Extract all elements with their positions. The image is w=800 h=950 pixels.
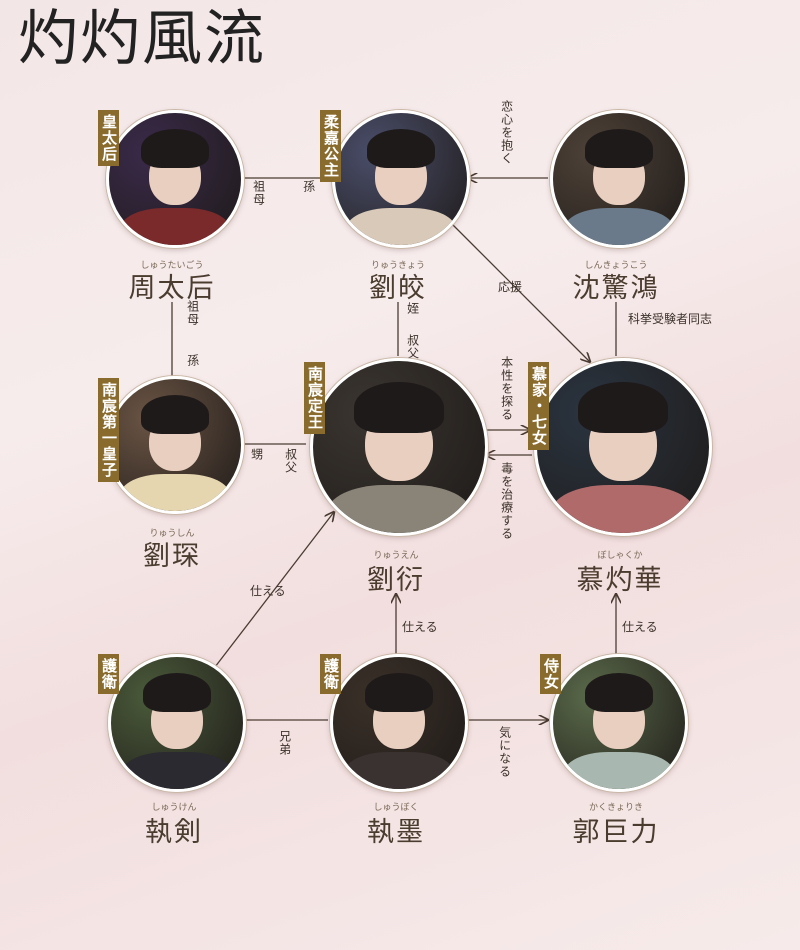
name-reading: しゅうけん <box>151 803 197 813</box>
character-name: 沈驚鴻 <box>572 273 660 304</box>
character-name: 郭巨力 <box>572 817 660 848</box>
avatar <box>332 110 470 248</box>
relation-liujiao-grandchild: 孫 <box>301 180 316 193</box>
portrait-robe <box>550 484 696 533</box>
name-reading: かくきょりき <box>588 803 643 813</box>
character-name: 劉琛 <box>143 541 201 572</box>
portrait-hair <box>354 381 444 434</box>
role-badge: 南宸定王 <box>304 362 325 434</box>
line-zhijian-liuyan <box>214 512 334 668</box>
avatar <box>330 654 468 792</box>
avatar <box>108 654 246 792</box>
relation-shen-mu-fellow: 科挙受験者同志 <box>628 312 713 326</box>
relation-liuyan-uncle-of-liushen: 叔父 <box>283 448 298 474</box>
role-badge: 護衛 <box>98 654 119 694</box>
relation-zhimo-serve: 仕える <box>402 620 438 634</box>
relation-liuyan-uncle-of-liujiao: 叔父 <box>405 334 420 360</box>
portrait-hair <box>140 128 210 169</box>
name-reading: しゅうぼく <box>373 803 419 813</box>
relation-mu-treat: 毒を治療する <box>499 462 514 540</box>
portrait-hair <box>366 128 436 169</box>
portrait-robe <box>121 752 233 789</box>
relation-zhou-grandmother: 祖母 <box>251 180 266 206</box>
relation-brothers: 兄弟 <box>277 730 292 756</box>
portrait-robe <box>326 484 472 533</box>
name-reading: りゅうえん <box>373 551 419 561</box>
name-reading: りゅうしん <box>149 529 195 539</box>
character-name: 慕灼華 <box>576 565 664 596</box>
line-liujiao-mu <box>449 221 590 362</box>
role-badge: 南宸第一皇子 <box>98 378 119 482</box>
avatar <box>534 358 712 536</box>
portrait-robe <box>119 208 231 245</box>
avatar <box>106 110 244 248</box>
character-name: 周太后 <box>128 273 216 304</box>
portrait-hair <box>140 394 210 435</box>
relation-shen-love: 恋心を抱く <box>499 100 514 165</box>
character-name: 劉皎 <box>369 273 427 304</box>
relation-liujiao-support: 応援 <box>498 280 523 294</box>
name-reading: しんきょうこう <box>584 261 648 271</box>
relation-liushen-nephew: 甥 <box>249 448 264 461</box>
name-reading: ぼしゃくか <box>597 551 643 561</box>
avatar <box>310 358 488 536</box>
character-name: 執墨 <box>367 817 425 848</box>
avatar <box>550 110 688 248</box>
portrait-hair <box>364 672 434 713</box>
portrait-hair <box>578 381 668 434</box>
role-badge: 侍女 <box>540 654 561 694</box>
relation-zhimo-interested: 気になる <box>497 726 512 778</box>
role-badge: 柔嘉公主 <box>320 110 341 182</box>
relation-liujiao-niece: 姪 <box>405 302 420 315</box>
portrait-robe <box>563 752 675 789</box>
portrait-robe <box>343 752 455 789</box>
role-badge: 皇太后 <box>98 110 119 166</box>
role-badge: 護衛 <box>320 654 341 694</box>
portrait-robe <box>345 208 457 245</box>
avatar <box>106 376 244 514</box>
relation-zhijian-serve: 仕える <box>250 584 286 598</box>
portrait-hair <box>584 128 654 169</box>
portrait-hair <box>584 672 654 713</box>
page-title: 灼灼風流 <box>18 4 266 74</box>
role-badge: 慕家・七女 <box>528 362 549 450</box>
portrait-robe <box>119 474 231 511</box>
relation-liushen-grandchild: 孫 <box>185 354 200 367</box>
portrait-robe <box>563 208 675 245</box>
name-reading: しゅうたいごう <box>140 261 204 271</box>
relation-zhou-liushen-grandmother: 祖母 <box>185 300 200 326</box>
relation-liuyan-probe: 本性を探る <box>499 356 514 421</box>
character-name: 劉衍 <box>367 565 425 596</box>
character-name: 執剣 <box>145 817 203 848</box>
portrait-hair <box>142 672 212 713</box>
name-reading: りゅうきょう <box>370 261 425 271</box>
relation-guo-serve: 仕える <box>622 620 658 634</box>
avatar <box>550 654 688 792</box>
